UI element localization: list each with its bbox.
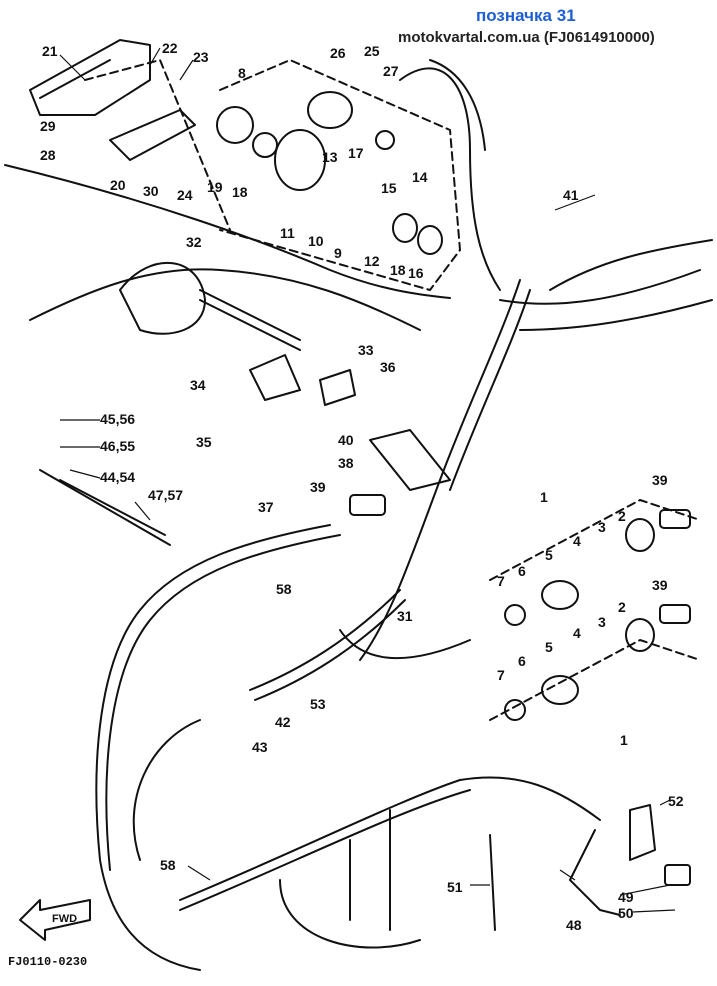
callout-label: 8 bbox=[238, 65, 246, 81]
callout-label: 26 bbox=[330, 45, 346, 61]
callout-label: 58 bbox=[160, 857, 176, 873]
callout-label: 34 bbox=[190, 377, 206, 393]
callout-label: 49 bbox=[618, 889, 634, 905]
leader-lines bbox=[59, 47, 676, 913]
callout-label: 10 bbox=[308, 233, 324, 249]
callout-label: 3 bbox=[598, 519, 606, 535]
callout-label: 39 bbox=[652, 577, 668, 593]
page-title: позначка 31 bbox=[476, 6, 576, 25]
source-reference: motokvartal.com.ua (FJ0614910000) bbox=[398, 29, 655, 46]
callout-label: 12 bbox=[364, 253, 380, 269]
callout-label: 1 bbox=[620, 732, 628, 748]
callout-label: 51 bbox=[447, 879, 463, 895]
callout-label: 43 bbox=[252, 739, 268, 755]
callout-label: 25 bbox=[364, 43, 380, 59]
callout-label: 5 bbox=[545, 547, 553, 563]
callout-label: 19 bbox=[207, 179, 223, 195]
callout-label: 7 bbox=[497, 667, 505, 683]
callout-label: 18 bbox=[390, 262, 406, 278]
callout-label: 42 bbox=[275, 714, 291, 730]
callout-label: 6 bbox=[518, 563, 526, 579]
callout-label: 52 bbox=[668, 793, 684, 809]
callout-label: 21 bbox=[42, 43, 58, 59]
callout-label: 28 bbox=[40, 147, 56, 163]
callout-label: 58 bbox=[276, 581, 292, 597]
callout-label: 44,54 bbox=[100, 469, 135, 485]
callout-label: 40 bbox=[338, 432, 354, 448]
callout-label: 16 bbox=[408, 265, 424, 281]
callout-label: 31 bbox=[397, 608, 413, 624]
callout-label: 24 bbox=[177, 187, 193, 203]
callout-label: 22 bbox=[162, 40, 178, 56]
callout-label: 13 bbox=[322, 149, 338, 165]
callout-label: 29 bbox=[40, 118, 56, 134]
callout-label: 39 bbox=[652, 472, 668, 488]
callout-label: 1 bbox=[540, 489, 548, 505]
callout-label: 20 bbox=[110, 177, 126, 193]
callout-label: 7 bbox=[497, 573, 505, 589]
callout-label: 15 bbox=[381, 180, 397, 196]
callout-label: 14 bbox=[412, 169, 428, 185]
callout-label: 38 bbox=[338, 455, 354, 471]
callout-label: 17 bbox=[348, 145, 364, 161]
callout-label: 18 bbox=[232, 184, 248, 200]
callout-label: 53 bbox=[310, 696, 326, 712]
callout-label: 11 bbox=[280, 225, 295, 241]
callout-label: 45,56 bbox=[100, 411, 135, 427]
callout-label: 4 bbox=[573, 533, 581, 549]
callout-label: 50 bbox=[618, 905, 634, 921]
callout-label: 48 bbox=[566, 917, 582, 933]
callout-label: 2 bbox=[618, 508, 626, 524]
callout-label: 46,55 bbox=[100, 438, 135, 454]
callout-label: 6 bbox=[518, 653, 526, 669]
callout-label: 41 bbox=[563, 187, 579, 203]
callout-label: 4 bbox=[573, 625, 581, 641]
callout-label: 5 bbox=[545, 639, 553, 655]
callout-label: 36 bbox=[380, 359, 396, 375]
callout-label: 47,57 bbox=[148, 487, 183, 503]
callout-label: 30 bbox=[143, 183, 159, 199]
callout-label: 9 bbox=[334, 245, 342, 261]
callout-label: 39 bbox=[310, 479, 326, 495]
callout-label: 35 bbox=[196, 434, 212, 450]
callout-label: 23 bbox=[193, 49, 209, 65]
callout-label: 27 bbox=[383, 63, 399, 79]
callout-label: 3 bbox=[598, 614, 606, 630]
diagram-code: FJ0110-0230 bbox=[8, 955, 88, 969]
fwd-label: FWD bbox=[52, 913, 77, 925]
callout-label: 2 bbox=[618, 599, 626, 615]
callout-label: 32 bbox=[186, 234, 202, 250]
callout-label: 37 bbox=[258, 499, 274, 515]
callout-label: 33 bbox=[358, 342, 374, 358]
drawing-lines bbox=[4, 39, 713, 971]
